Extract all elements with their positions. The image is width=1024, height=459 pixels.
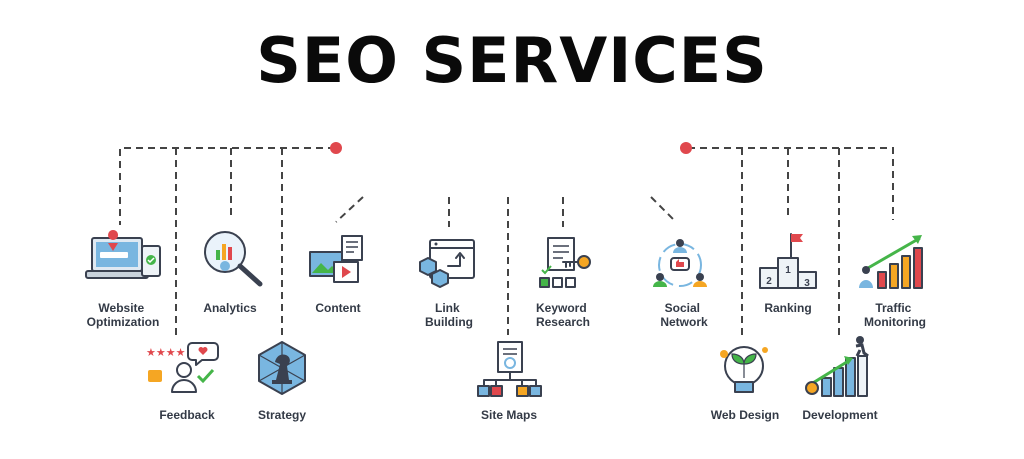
strategy-icon bbox=[258, 341, 306, 395]
label-keyword-research: Keyword Research bbox=[536, 301, 590, 329]
social-network-icon bbox=[653, 239, 707, 287]
content-icon bbox=[309, 235, 363, 283]
analytics-icon bbox=[204, 231, 263, 287]
service-labels: Website Optimization Analytics Content L… bbox=[87, 301, 926, 422]
label-web-design: Web Design bbox=[711, 408, 779, 422]
label-website-optimization: Website Optimization bbox=[87, 301, 160, 329]
podium-second: 2 bbox=[766, 276, 772, 287]
development-icon bbox=[805, 336, 869, 397]
page-title: SEO SERVICES bbox=[256, 24, 768, 97]
traffic-monitoring-icon bbox=[859, 235, 923, 289]
keyword-research-icon bbox=[539, 237, 591, 288]
website-optimization-icon bbox=[85, 230, 161, 279]
link-building-icon bbox=[419, 239, 475, 288]
right-hub-node bbox=[680, 142, 692, 154]
site-maps-icon bbox=[477, 341, 542, 397]
left-hub-node bbox=[330, 142, 342, 154]
label-analytics: Analytics bbox=[203, 301, 257, 315]
label-feedback: Feedback bbox=[159, 408, 215, 422]
svg-text:★★★★: ★★★★ bbox=[146, 347, 186, 359]
ranking-icon: 1 2 3 bbox=[759, 233, 817, 289]
label-traffic-monitoring: Traffic Monitoring bbox=[864, 301, 926, 329]
podium-third: 3 bbox=[804, 278, 810, 289]
web-design-icon bbox=[720, 346, 768, 393]
label-ranking: Ranking bbox=[764, 301, 811, 315]
label-site-maps: Site Maps bbox=[481, 408, 537, 422]
podium-first: 1 bbox=[785, 265, 791, 276]
feedback-icon: ★★★★ bbox=[146, 342, 219, 393]
label-strategy: Strategy bbox=[258, 408, 306, 422]
label-development: Development bbox=[802, 408, 877, 422]
connector-lines bbox=[119, 142, 894, 340]
label-content: Content bbox=[315, 301, 360, 315]
label-link-building: Link Building bbox=[425, 301, 473, 329]
label-social-network: Social Network bbox=[660, 301, 708, 329]
